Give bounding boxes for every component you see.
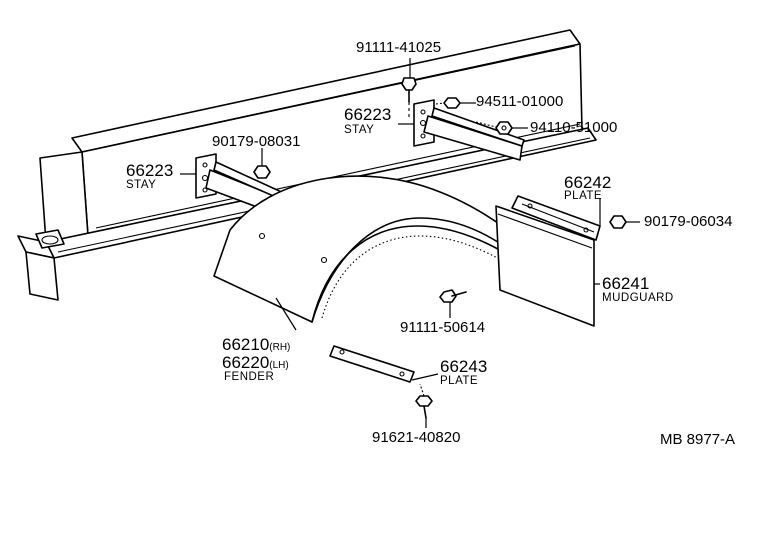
diagram-code: MB 8977-A	[660, 431, 736, 448]
stay-right	[413, 99, 525, 161]
part-number-mudguard: 66241	[602, 274, 650, 293]
part-name-plate-lower: PLATE	[440, 375, 479, 387]
part-number-stay-left: 66223	[126, 161, 174, 180]
part-number-nut-left: 90179-08031	[212, 133, 301, 150]
part-number-bolt-bottom: 91621-40820	[372, 429, 461, 446]
part-number-bolt-fender: 91111-50614	[400, 319, 486, 336]
fender-rh-suffix: (RH)	[269, 342, 291, 353]
part-number-fender-rh-row: 66210(RH)	[222, 336, 290, 354]
plate-mudguard-top	[511, 195, 601, 241]
part-number-fender-lh-row: 66220(LH)	[222, 354, 289, 372]
part-name-stay-right: STAY	[344, 124, 375, 136]
bolt-bottom	[415, 383, 433, 419]
part-number-fender-rh: 66210	[222, 335, 270, 354]
part-name-mudguard: MUDGUARD	[602, 292, 674, 304]
leader-lines	[180, 58, 640, 428]
part-number-plate-top: 66242	[564, 173, 612, 192]
part-name-plate-top: PLATE	[564, 190, 603, 202]
part-name-stay-left: STAY	[126, 179, 157, 191]
bolt-top	[401, 77, 417, 118]
nut-plate	[609, 215, 627, 229]
part-number-washer: 94110-51000	[530, 119, 618, 136]
plate-lower	[329, 345, 415, 383]
part-number-fender-lh: 66220	[222, 353, 270, 372]
bolt-fender	[439, 289, 467, 303]
part-number-stay-right: 66223	[344, 105, 392, 124]
part-number-bolt-top: 91111-41025	[356, 39, 442, 56]
mudguard	[495, 205, 595, 327]
nut-stay-right	[435, 97, 461, 109]
part-number-nut-top: 94511-01000	[476, 93, 564, 110]
part-number-plate-lower: 66243	[440, 357, 488, 376]
nut-left	[253, 165, 271, 179]
fender-lh-suffix: (LH)	[269, 360, 289, 371]
part-name-fender: FENDER	[224, 371, 275, 383]
washer-stay-right	[475, 121, 513, 135]
part-number-nut-plate: 90179-06034	[644, 213, 733, 230]
